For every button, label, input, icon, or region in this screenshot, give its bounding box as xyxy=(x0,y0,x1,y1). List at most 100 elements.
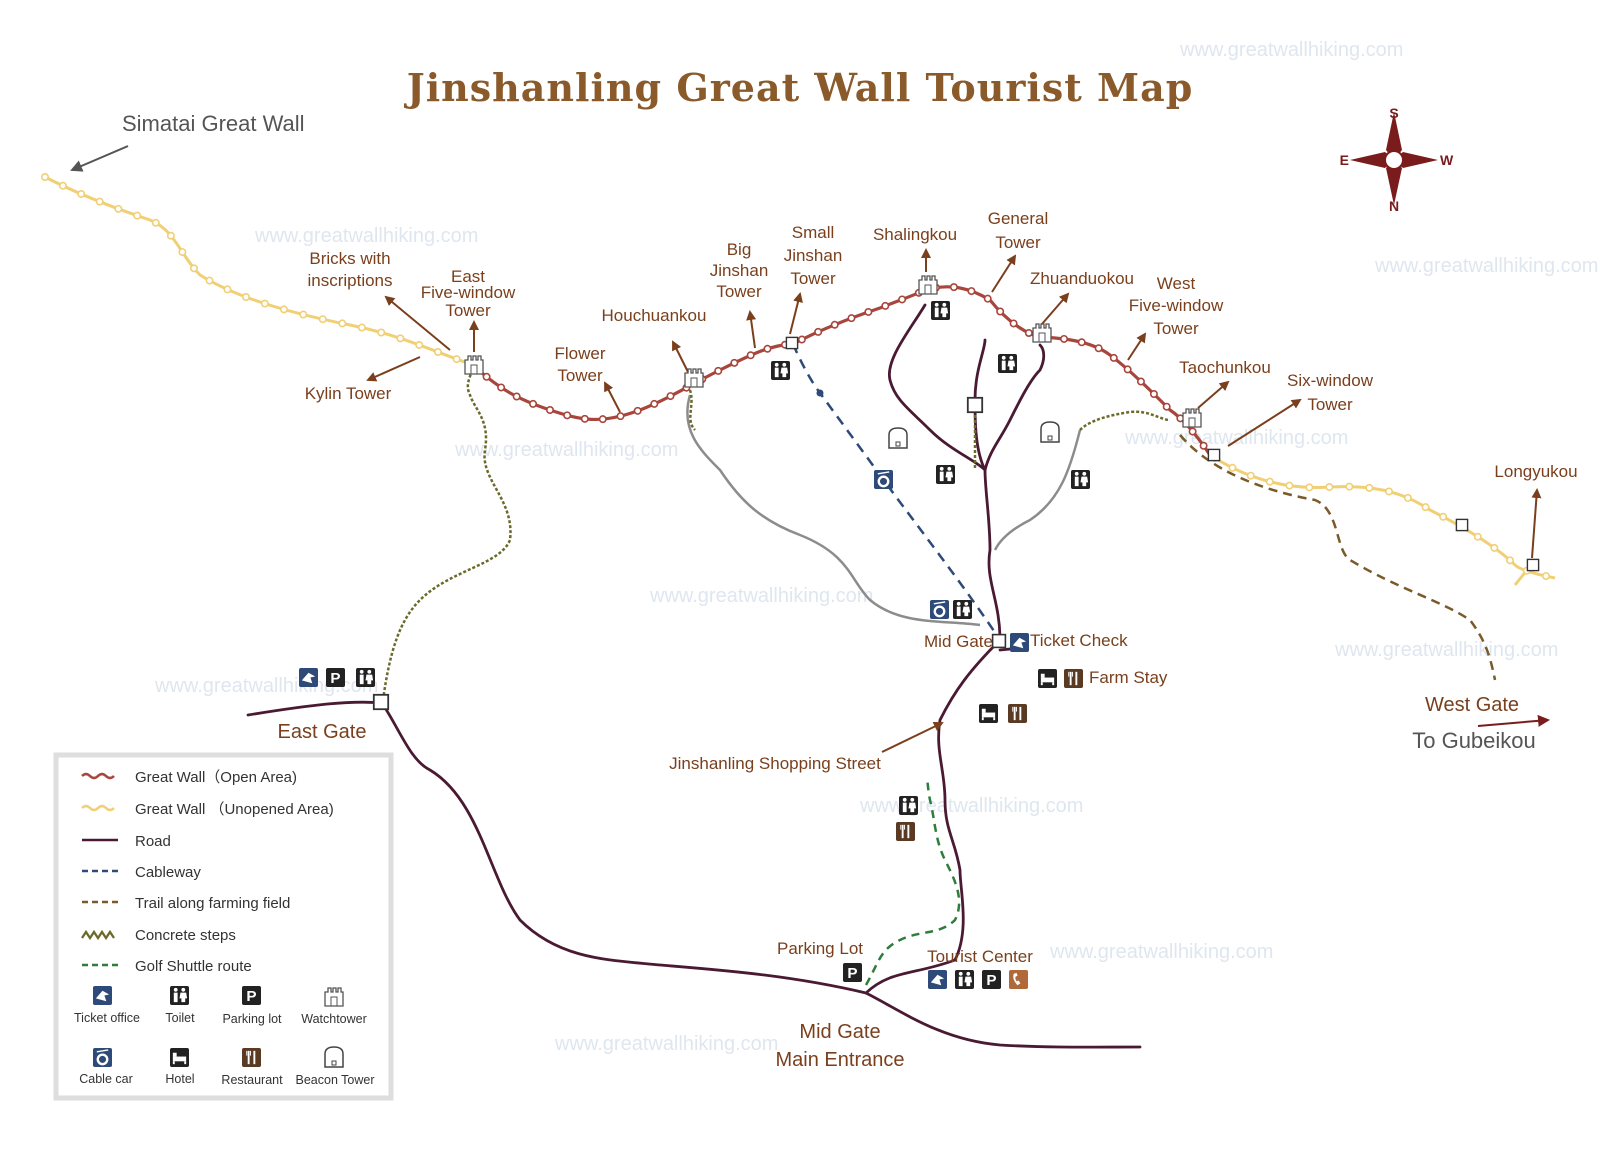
houchuankou-label: Houchuankou xyxy=(602,306,707,325)
ticket-office-icon[interactable] xyxy=(928,970,947,989)
compass-bottom-label: N xyxy=(1389,198,1399,214)
watermark: www.greatwallhiking.com xyxy=(1124,427,1348,449)
restaurant-icon[interactable] xyxy=(1008,704,1027,723)
toilet-icon[interactable] xyxy=(356,668,375,687)
wall-tower-dot xyxy=(864,307,873,316)
legend-label: Cableway xyxy=(135,864,201,881)
watermark: www.greatwallhiking.com xyxy=(154,675,378,697)
small-jinshan-label-line1: Small xyxy=(792,223,835,242)
shalingkou-label: Shalingkou xyxy=(873,225,957,244)
legend-icon-label: Beacon Tower xyxy=(296,1073,375,1087)
hotel-icon[interactable] xyxy=(979,704,998,723)
parking-icon[interactable] xyxy=(982,970,1001,989)
wall-tower-dot xyxy=(797,335,806,344)
compass: S N E W xyxy=(1340,105,1454,214)
parking-icon[interactable] xyxy=(843,963,862,982)
hotel-icon xyxy=(170,1048,189,1067)
parking-icon xyxy=(242,986,261,1005)
legend-icon-label: Parking lot xyxy=(222,1012,282,1026)
wall-tower-dot xyxy=(1473,532,1482,541)
legend-label: Trail along farming field xyxy=(135,895,290,912)
toilet-icon[interactable] xyxy=(998,354,1017,373)
legend-sample-wall-unopened xyxy=(81,804,115,812)
wall-tower-dot xyxy=(967,287,976,296)
watermark: www.greatwallhiking.com xyxy=(454,439,678,461)
phone-icon[interactable] xyxy=(1009,970,1028,989)
watermark: www.greatwallhiking.com xyxy=(1049,941,1273,963)
restaurant-icon[interactable] xyxy=(1064,669,1083,688)
big-jinshan-label-line2: Jinshan xyxy=(710,261,769,280)
main-entrance-label-line2: Main Entrance xyxy=(776,1049,905,1071)
cable-car-icon[interactable] xyxy=(874,470,893,489)
watermark: www.greatwallhiking.com xyxy=(554,1033,778,1055)
wall-tower-dot xyxy=(178,248,187,257)
watermark: www.greatwallhiking.com xyxy=(1179,39,1403,61)
wall-tower-dot xyxy=(260,299,269,308)
wall-tower-dot xyxy=(166,231,175,240)
toilet-icon xyxy=(170,986,189,1005)
parking-icon[interactable] xyxy=(326,668,345,687)
watchtower-icon[interactable] xyxy=(464,355,484,375)
small-jinshan-marker[interactable] xyxy=(785,336,799,350)
legend-label: Great Wall（Open Area) xyxy=(135,769,297,786)
wall-tower-dot xyxy=(452,355,461,364)
hotel-icon[interactable] xyxy=(1038,669,1057,688)
shopping-street-label: Jinshanling Shopping Street xyxy=(669,754,881,773)
west-five-window-label-line3: Tower xyxy=(1153,319,1199,338)
toilet-icon[interactable] xyxy=(955,970,974,989)
wall-tower-dot xyxy=(633,406,642,415)
map-title: Jinshanling Great Wall Tourist Map xyxy=(404,65,1194,110)
legend-label: Concrete steps xyxy=(135,927,236,944)
wall-tower-dot xyxy=(1403,493,1412,502)
wall-tower-dot xyxy=(1325,483,1334,492)
legend-label: Road xyxy=(135,833,171,850)
east-gate-marker[interactable] xyxy=(372,693,390,711)
wall-tower-dot xyxy=(1506,556,1515,565)
watchtower-icon[interactable] xyxy=(1182,408,1202,428)
legend-sample-wall-open xyxy=(81,772,115,780)
cable-car-icon[interactable] xyxy=(930,600,949,619)
wall-tower-dot xyxy=(133,211,142,220)
wall-tower-dot xyxy=(666,392,675,401)
six-window-marker[interactable] xyxy=(1207,448,1221,462)
wall-tower-dot xyxy=(1136,377,1145,386)
wall-tower-dot xyxy=(512,392,521,401)
wall-tower-dot xyxy=(650,399,659,408)
restaurant-icon[interactable] xyxy=(896,822,915,841)
ticket-office-icon[interactable] xyxy=(299,668,318,687)
beacon-tower-icon[interactable] xyxy=(1040,421,1060,443)
toilet-icon[interactable] xyxy=(899,796,918,815)
wall-tower-dot xyxy=(1365,483,1374,492)
wall-tower-dot xyxy=(730,358,739,367)
wall-tower-dot xyxy=(847,314,856,323)
toilet-icon[interactable] xyxy=(1071,470,1090,489)
wall-tower-dot xyxy=(1305,483,1314,492)
wall-tower-dot xyxy=(580,414,589,423)
simatai-label: Simatai Great Wall xyxy=(122,111,305,136)
wall-tower-dot xyxy=(1094,344,1103,353)
farming-field-trail xyxy=(1179,434,1497,681)
toilet-icon[interactable] xyxy=(931,301,950,320)
general-tower-marker[interactable] xyxy=(966,396,984,414)
golf-shuttle-route xyxy=(864,777,961,986)
toilet-icon[interactable] xyxy=(771,361,790,380)
watermark: www.greatwallhiking.com xyxy=(1334,639,1558,661)
cableway xyxy=(791,343,1002,641)
mid-gate-marker[interactable] xyxy=(991,633,1007,649)
watchtower-icon[interactable] xyxy=(918,275,938,295)
toilet-icon[interactable] xyxy=(936,465,955,484)
watchtower-icon[interactable] xyxy=(1032,323,1052,343)
tower-marker[interactable] xyxy=(1455,518,1469,532)
longyukou-marker[interactable] xyxy=(1526,558,1540,572)
ticket-office-icon[interactable] xyxy=(1010,633,1029,652)
big-jinshan-label-line3: Tower xyxy=(716,282,762,301)
legend-icon-label: Hotel xyxy=(165,1072,194,1086)
wall-tower-dot xyxy=(497,383,506,392)
tourist-center-label: Tourist Center xyxy=(927,947,1033,966)
bricks-label-line1: Bricks with xyxy=(309,249,390,268)
parking-lot-label: Parking Lot xyxy=(777,939,863,958)
east-five-window-label-line2: Five-window xyxy=(421,283,516,302)
ticket-check-label: Ticket Check xyxy=(1030,631,1128,650)
beacon-tower-icon[interactable] xyxy=(888,427,908,449)
toilet-icon[interactable] xyxy=(953,600,972,619)
